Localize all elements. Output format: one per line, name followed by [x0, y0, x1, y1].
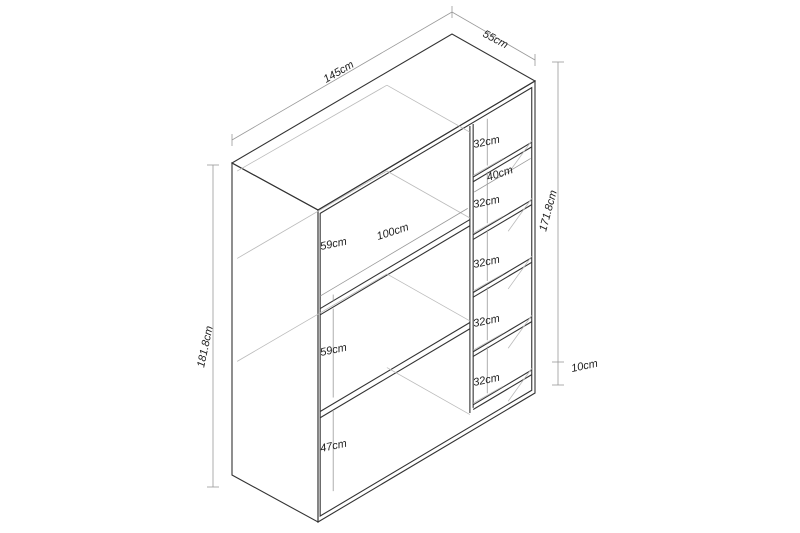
label-right-1: 32cm — [472, 134, 501, 151]
depth-dimension — [451, 11, 536, 61]
shelf-depth-edge — [386, 170, 471, 219]
side-face — [231, 162, 319, 523]
shelf-depth-edge — [386, 84, 471, 133]
shelf-outline — [230, 33, 537, 523]
label-left-3: 47cm — [319, 438, 348, 455]
label-right-4: 32cm — [472, 313, 501, 330]
shelf-depth-edge — [472, 215, 504, 234]
shelf-back-edge — [507, 315, 533, 349]
right-shelf-front — [472, 141, 533, 178]
front-face — [317, 80, 536, 523]
right-shelf-front — [472, 321, 533, 357]
left-width-arrow — [319, 208, 468, 297]
right-shelf-front — [472, 204, 533, 240]
left-shelf-front — [319, 328, 471, 419]
right-shelf-front — [472, 257, 533, 293]
inner-frame — [319, 86, 533, 517]
label-inner-height: 171.8cm — [537, 189, 560, 233]
left-shelf-front — [319, 322, 471, 412]
right-shelf-front — [472, 369, 533, 406]
right-width-arrow — [474, 158, 531, 193]
shelf-depth-edge — [386, 273, 471, 322]
label-depth: 55cm — [481, 28, 510, 51]
right-shelf-front — [472, 146, 533, 183]
left-shelf-front — [319, 219, 471, 310]
left-shelf-front — [319, 225, 471, 316]
label-left-width: 100cm — [375, 221, 410, 243]
label-left-2: 59cm — [319, 342, 348, 359]
right-shelf-front — [472, 316, 533, 353]
shelf-back-edge — [507, 198, 533, 232]
dimension-lines — [207, 6, 564, 492]
shelf-depth-edge — [472, 332, 504, 351]
shelf-back-edge — [507, 140, 533, 174]
right-shelf-front — [472, 261, 533, 298]
shelf-back-edge — [236, 273, 388, 362]
shelf-back-edge — [507, 255, 533, 290]
shelf-back-edge — [236, 170, 388, 259]
label-right-5: 32cm — [472, 372, 501, 389]
label-width: 145cm — [322, 59, 357, 86]
shelf-depth-edge — [472, 385, 504, 404]
label-left-1: 59cm — [319, 236, 348, 253]
shelf-back-edge — [507, 368, 533, 402]
label-right-3: 32cm — [472, 254, 501, 271]
label-right-2: 32cm — [472, 194, 501, 211]
shelf-back-edge — [236, 84, 388, 172]
shelf-depth-edge — [472, 158, 504, 176]
right-shelf-front — [472, 199, 533, 236]
shelf-depth-edge — [386, 367, 471, 415]
width-dimension — [231, 11, 453, 141]
label-base-height: 10cm — [570, 358, 599, 375]
right-shelf-front — [472, 374, 533, 410]
shelf-depth-edge — [472, 273, 504, 292]
